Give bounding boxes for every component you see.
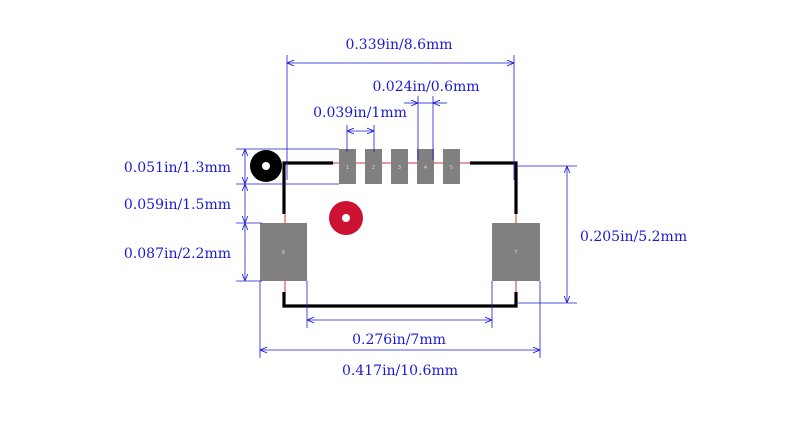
silk-bottom: [282, 292, 518, 308]
pad-1-label: 1: [346, 165, 349, 171]
dim-pitch-label: 0.039in/1mm: [313, 105, 407, 121]
pad-4-label: 4: [424, 165, 427, 171]
dim-body-height-label: 0.205in/5.2mm: [580, 229, 687, 245]
pad-4: [417, 149, 434, 184]
dim-overall-width-label: 0.339in/8.6mm: [345, 37, 452, 53]
mount-pads: 6 7: [260, 223, 540, 281]
pad-3-label: 3: [398, 165, 401, 171]
dim-mount-outer-label: 0.417in/10.6mm: [342, 363, 458, 379]
silk-top-left: [282, 161, 333, 214]
silk-top-right: [470, 161, 518, 214]
pad-7: [492, 223, 540, 281]
pad-2: [365, 149, 382, 184]
pad-3: [391, 149, 408, 184]
pin1-marker-icon: [250, 150, 282, 182]
signal-pads: 1 2 3 4 5: [339, 149, 460, 184]
dim-pad-gap-label: 0.059in/1.5mm: [124, 197, 231, 213]
pad-7-label: 7: [514, 250, 517, 256]
pad-6-label: 6: [282, 250, 285, 256]
dim-mount-pad-height-label: 0.087in/2.2mm: [124, 246, 231, 262]
dim-signal-pad-height-label: 0.051in/1.3mm: [124, 160, 231, 176]
pad-1: [339, 149, 356, 184]
pad-5: [443, 149, 460, 184]
dim-mount-inner-label: 0.276in/7mm: [352, 332, 446, 348]
pad-2-label: 2: [372, 165, 375, 171]
origin-marker-icon: [329, 201, 363, 235]
dimension-lines: [236, 55, 577, 358]
dim-pad-width-label: 0.024in/0.6mm: [372, 79, 479, 95]
pad-6: [260, 223, 307, 281]
silkscreen: [282, 161, 518, 308]
pad-5-label: 5: [450, 165, 453, 171]
